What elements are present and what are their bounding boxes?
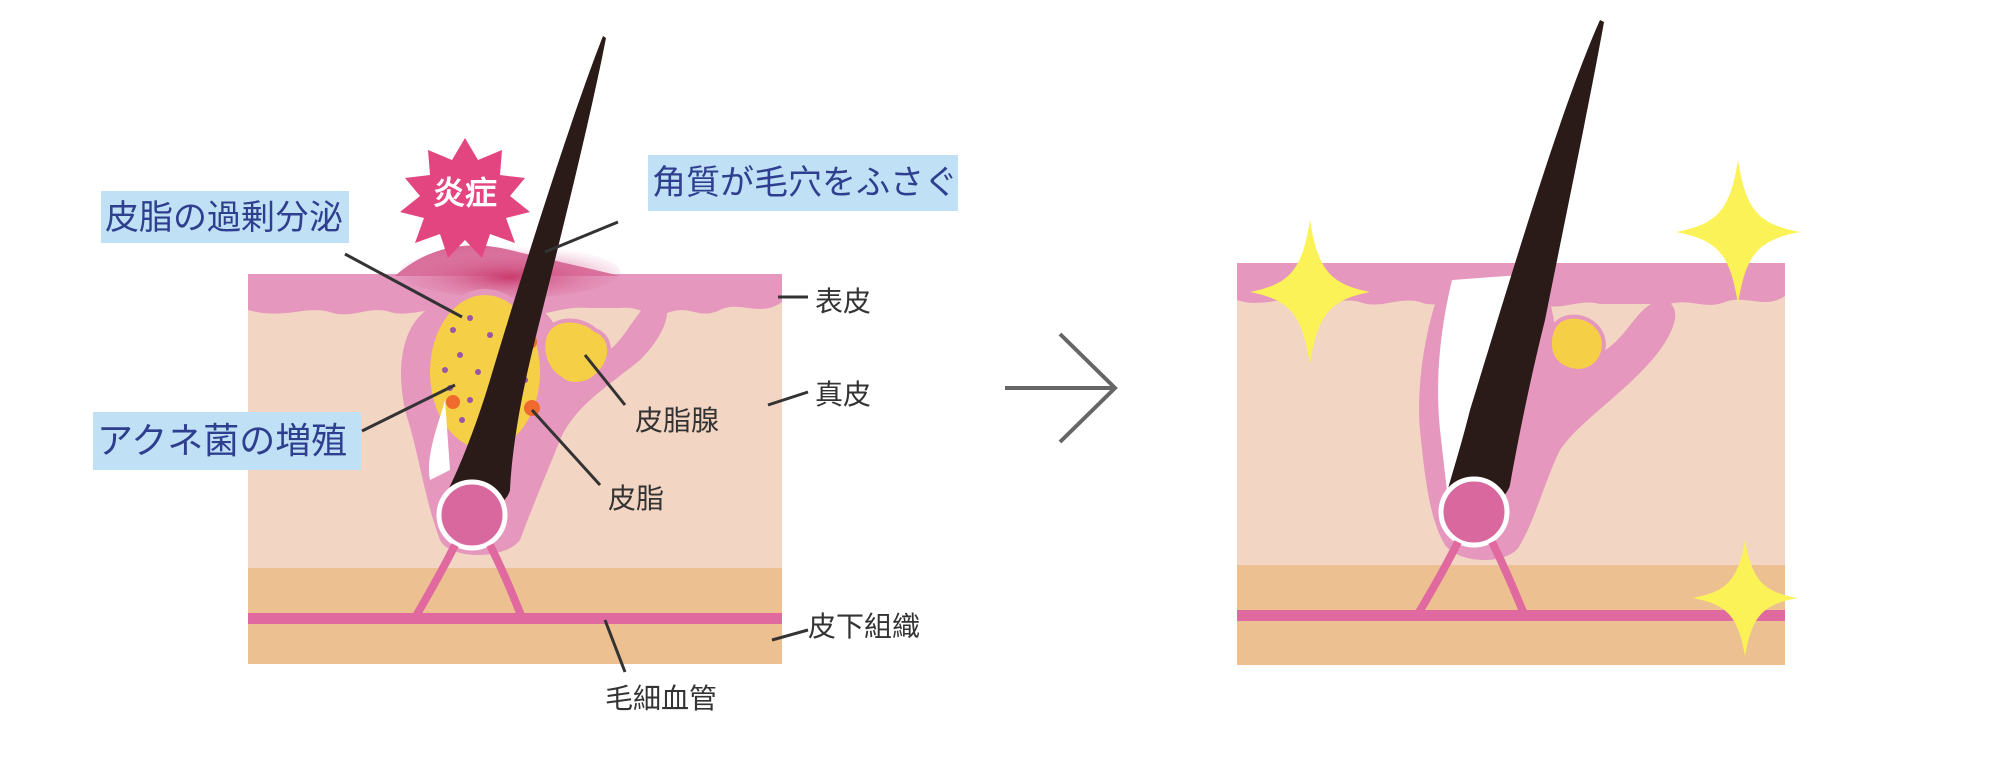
highlight-box (648, 155, 958, 211)
leader-line (361, 383, 456, 433)
excess-sebum-label: 皮脂の過剰分泌 (105, 198, 343, 238)
vessel-branches (1414, 540, 1528, 617)
transition-arrow-icon (1005, 332, 1118, 444)
hair-strand (440, 36, 606, 513)
label-pore-clogging: 角質が毛穴をふさぐ (544, 155, 958, 254)
follicle-channel (428, 400, 450, 480)
sparkle-icon (1250, 220, 1370, 364)
inflammation-glow (400, 246, 620, 298)
epidermis-label: 表皮 (815, 285, 871, 318)
before-skin-section (248, 36, 782, 664)
sparkle-icon (1676, 160, 1800, 304)
highlight-box (93, 412, 361, 470)
subcutaneous-label: 皮下組織 (808, 610, 920, 643)
label-excess-sebum: 皮脂の過剰分泌 (101, 191, 463, 319)
pore-clogging-label: 角質が毛穴をふさぐ (652, 163, 958, 203)
sebaceous-gland-label: 皮脂腺 (635, 404, 719, 437)
hair-bulb (436, 479, 508, 551)
leader-line (344, 252, 463, 319)
capillary-label: 毛細血管 (605, 682, 717, 715)
dermis-label: 真皮 (815, 378, 871, 411)
sparkle-icon (1692, 540, 1798, 656)
capillary-line (248, 613, 782, 624)
inflammation-label: 炎症 (433, 174, 497, 212)
vessel-branches (411, 543, 526, 620)
after-skin-section (1237, 20, 1785, 665)
acne-bacteria-label: アクネ菌の増殖 (97, 421, 347, 462)
hair-bulb (1438, 476, 1510, 548)
leader-line (544, 220, 619, 254)
sebaceous-gland-blob (1547, 314, 1606, 373)
sebum-label: 皮脂 (608, 482, 664, 515)
highlight-box (101, 191, 349, 243)
label-acne-bacteria: アクネ菌の増殖 (93, 383, 456, 470)
hair-strand (1445, 20, 1604, 508)
layer-labels: 表皮 真皮 皮下組織 毛細血管 皮脂腺 皮脂 (530, 285, 920, 715)
capillary-line (1237, 610, 1785, 621)
inflammation-burst: 炎症 (400, 138, 530, 258)
sparkles (1250, 160, 1800, 656)
